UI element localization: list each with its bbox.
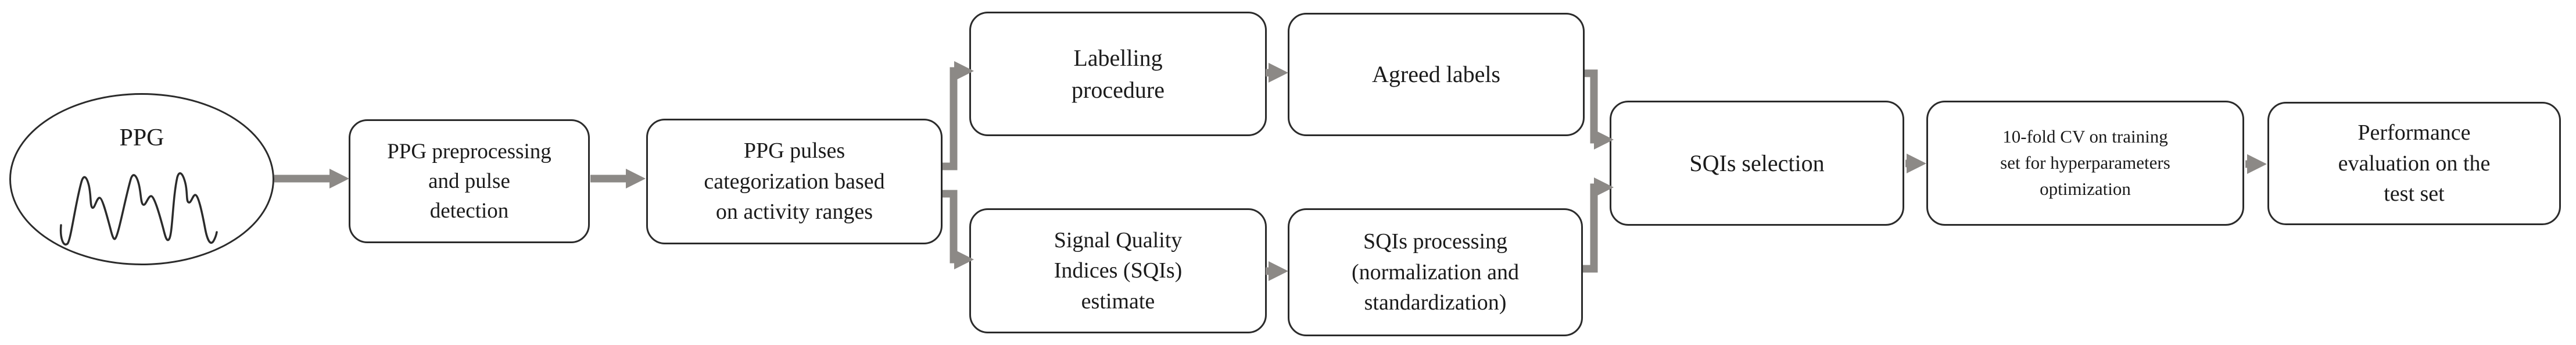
node-sqi-estimate-label: Signal Quality Indices (SQIs) estimate (1054, 227, 1183, 314)
node-preprocessing: PPG preprocessing and pulse detection (349, 119, 590, 243)
node-categorization-label: PPG pulses categorization based on activ… (704, 138, 885, 225)
arrow-categorization-to-sqi-estimate (943, 190, 974, 269)
node-categorization: PPG pulses categorization based on activ… (646, 119, 943, 244)
node-ppg-label: PPG (119, 125, 164, 151)
ppg-waveform-icon (59, 172, 218, 246)
node-sqi-selection: SQIs selection (1610, 101, 1904, 226)
node-sqi-processing-label: SQIs processing (normalization and stand… (1351, 229, 1520, 315)
node-sqi-estimate: Signal Quality Indices (SQIs) estimate (969, 208, 1267, 333)
node-agreed-labels-label: Agreed labels (1371, 61, 1500, 88)
node-labelling-label: Labelling procedure (1072, 44, 1165, 103)
node-preprocessing-label: PPG preprocessing and pulse detection (387, 139, 551, 223)
node-sqi-processing: SQIs processing (normalization and stand… (1288, 208, 1583, 336)
node-cv-label: 10-fold CV on training set for hyperpara… (2000, 126, 2170, 199)
arrow-agreed-labels-to-sqi-selection (1585, 69, 1614, 150)
node-sqi-selection-label: SQIs selection (1689, 150, 1825, 176)
node-ppg: PPG (9, 93, 274, 265)
node-labelling: Labelling procedure (969, 12, 1267, 136)
node-performance-label: Performance evaluation on the test set (2338, 120, 2491, 207)
node-cv: 10-fold CV on training set for hyperpara… (1926, 101, 2244, 226)
arrow-categorization-to-labelling (943, 61, 974, 170)
node-agreed-labels: Agreed labels (1288, 13, 1585, 136)
arrow-sqi-processing-to-sqi-selection (1583, 177, 1614, 273)
node-performance: Performance evaluation on the test set (2267, 102, 2561, 225)
